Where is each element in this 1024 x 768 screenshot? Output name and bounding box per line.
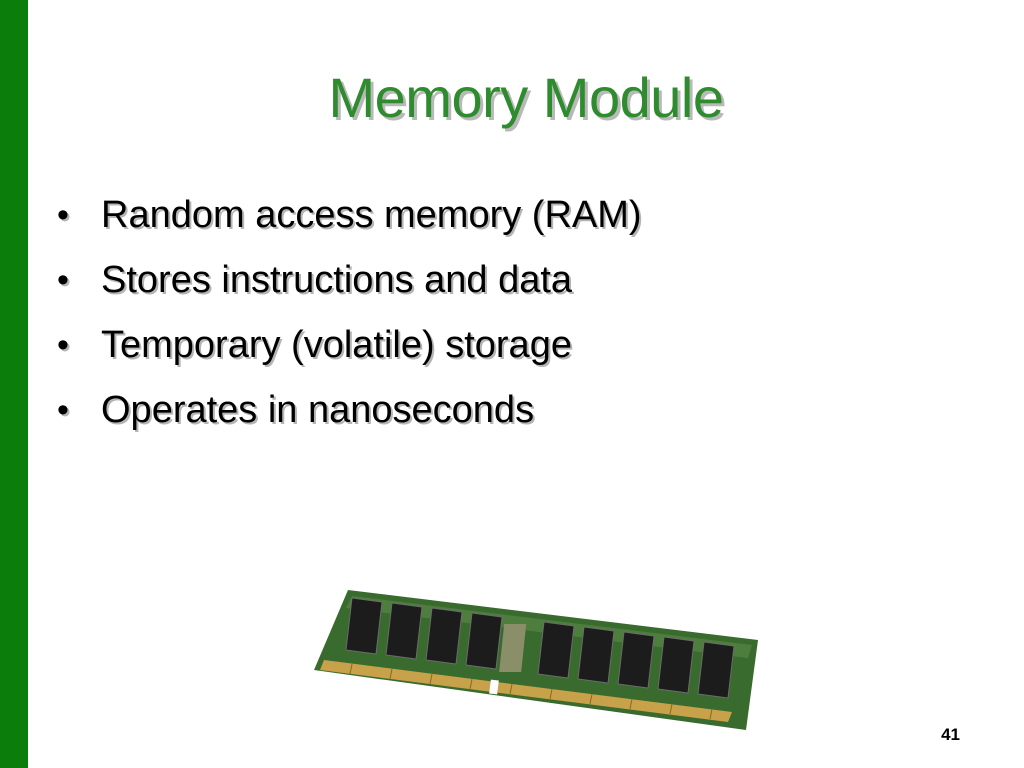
bullet-text: Stores instructions and data [101, 259, 573, 301]
page-number: 41 [941, 725, 960, 744]
ram-gold-contacts [320, 660, 732, 722]
ram-components [499, 624, 527, 672]
ram-board [314, 590, 758, 730]
ram-module-image [314, 590, 758, 730]
bullet-item: • Stores instructions and data [57, 255, 642, 320]
bullet-item: • Operates in nanoseconds [57, 385, 642, 450]
bullet-item: • Random access memory (RAM) [57, 190, 642, 255]
bullet-text: Temporary (volatile) storage [101, 324, 572, 366]
slide-title: Memory Module [328, 66, 724, 129]
ram-notch [489, 679, 499, 695]
bullet-marker: • [57, 391, 69, 429]
left-accent-bar [0, 0, 28, 768]
bullet-marker: • [57, 196, 69, 234]
bullet-text: Operates in nanoseconds [101, 389, 535, 431]
ram-contact-lines [349, 663, 713, 720]
bullet-item: • Temporary (volatile) storage [57, 320, 642, 385]
bullet-text: Random access memory (RAM) [101, 194, 642, 236]
bullet-marker: • [57, 326, 69, 364]
bullet-list: • Random access memory (RAM) • Stores in… [57, 190, 642, 450]
bullet-marker: • [57, 261, 69, 299]
ram-chips [345, 597, 735, 699]
